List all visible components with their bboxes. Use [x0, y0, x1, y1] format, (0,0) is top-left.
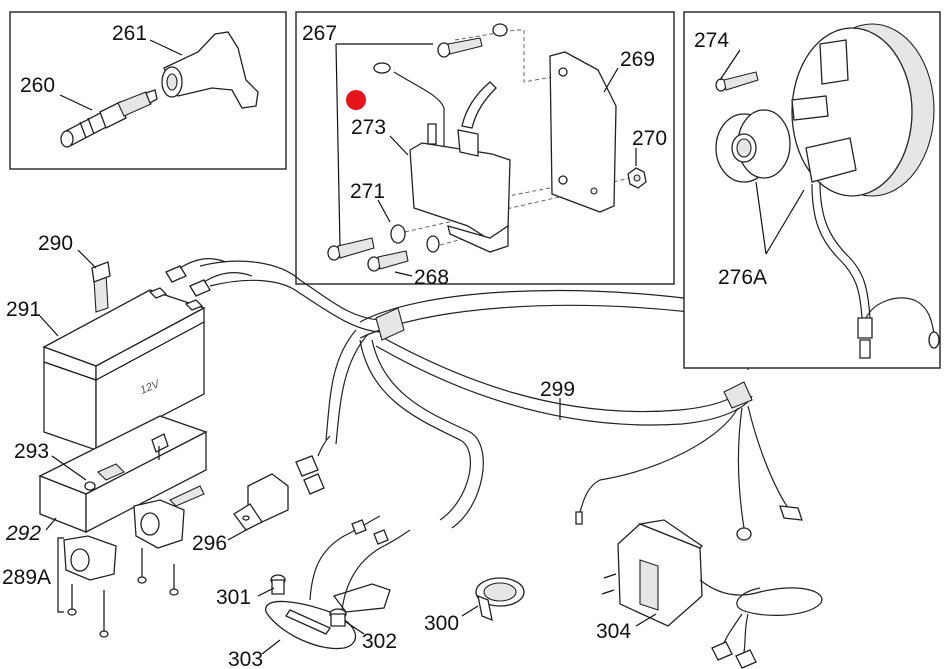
nut-part[interactable]	[627, 167, 647, 189]
leader-291	[39, 315, 59, 337]
callout-269: 269	[620, 48, 655, 71]
battery-box-part[interactable]	[38, 415, 208, 534]
leader-292	[45, 517, 57, 531]
leader-273	[389, 135, 409, 156]
leader-260	[59, 94, 93, 111]
callout-303: 303	[228, 648, 263, 669]
marker-dot	[346, 90, 366, 110]
spark-plug-cap-part[interactable]	[161, 31, 259, 109]
leader-267	[335, 43, 433, 247]
callout-273: 273	[351, 116, 386, 139]
callout-304: 304	[596, 620, 631, 643]
callout-289a: 289A	[2, 566, 51, 589]
connector-part[interactable]	[309, 515, 411, 611]
ignition-coil-part[interactable]	[373, 62, 511, 253]
callout-296: 296	[192, 532, 227, 555]
callout-291: 291	[6, 298, 41, 321]
callout-292: 292	[5, 522, 41, 545]
bolt-part[interactable]	[327, 237, 375, 261]
washer-part[interactable]	[426, 235, 440, 253]
callout-261: 261	[112, 22, 147, 45]
leader-300	[461, 605, 479, 617]
clamp-part[interactable]	[63, 535, 117, 638]
callout-274: 274	[694, 29, 729, 52]
callout-267: 267	[302, 22, 337, 45]
bolt-part[interactable]	[437, 23, 508, 58]
leader-296	[227, 529, 247, 541]
clamp-part[interactable]	[133, 485, 205, 596]
spark-plug-inset: 260 261	[9, 11, 287, 170]
leader-261	[149, 39, 183, 56]
spark-plug-part[interactable]	[60, 89, 158, 148]
flywheel-stator-part[interactable]	[715, 23, 935, 197]
leader-271	[377, 199, 391, 223]
battery-part[interactable]: 12V	[42, 287, 206, 452]
bolt-part[interactable]	[367, 250, 409, 272]
leader-268	[394, 271, 413, 277]
callout-301: 301	[216, 586, 251, 609]
ignition-coil-inset: 267 268 269 270 271 273	[295, 11, 675, 289]
bolt-part[interactable]	[715, 71, 759, 92]
callout-302: 302	[362, 630, 397, 653]
callout-290: 290	[38, 232, 73, 255]
push-button-part[interactable]	[329, 608, 347, 627]
callout-271: 271	[350, 180, 385, 203]
relay-part[interactable]	[233, 473, 289, 531]
push-button-part[interactable]	[270, 574, 286, 595]
leader-303	[261, 639, 281, 655]
leader-293	[51, 455, 87, 481]
stator-inset: 274 276A	[683, 11, 941, 369]
leader-290	[77, 249, 97, 269]
bracket-289a	[57, 537, 64, 613]
leader-269	[603, 67, 619, 93]
leader-274	[719, 49, 741, 81]
battery-charger-part[interactable]	[601, 519, 823, 669]
leader-302	[345, 621, 365, 635]
callout-268: 268	[414, 266, 449, 289]
callout-300: 300	[424, 612, 459, 635]
mounting-plate-part[interactable]	[549, 51, 617, 213]
callout-270: 270	[632, 127, 667, 150]
callout-276a: 276A	[718, 266, 767, 289]
tape-roll-part[interactable]	[475, 577, 525, 622]
callout-293: 293	[14, 440, 49, 463]
leader-301	[257, 587, 275, 597]
leader-304	[635, 613, 657, 627]
leader-276a	[755, 181, 805, 255]
switch-panel-part[interactable]	[265, 583, 391, 650]
callout-299: 299	[540, 378, 575, 401]
callout-260: 260	[20, 74, 55, 97]
washer-part[interactable]	[390, 224, 406, 244]
battery-strap-part[interactable]	[91, 261, 111, 313]
